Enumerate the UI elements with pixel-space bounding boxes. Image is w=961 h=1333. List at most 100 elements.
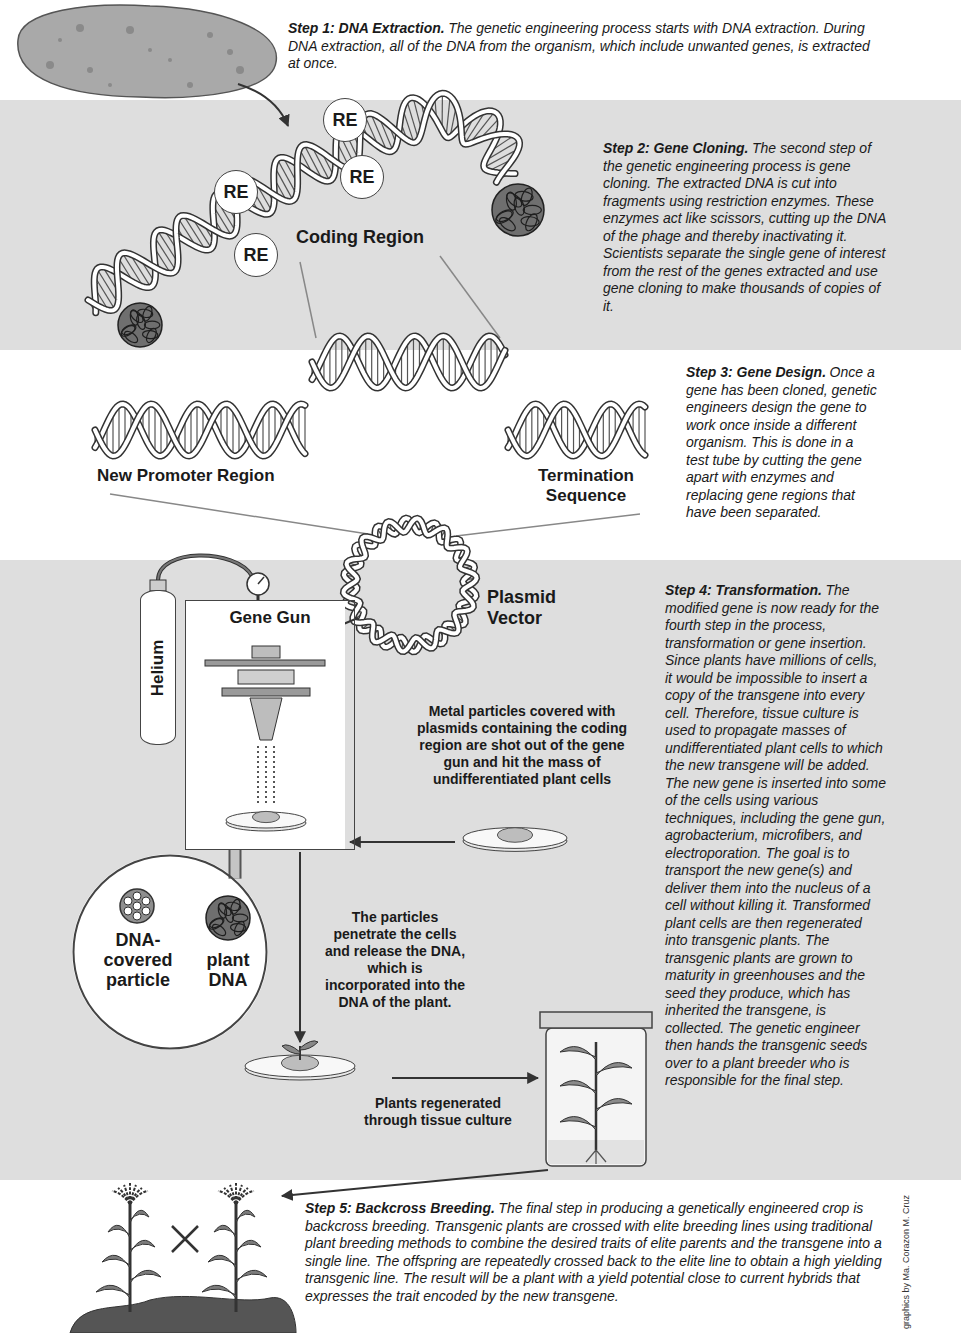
particle-dot: [124, 907, 132, 915]
base-pair: [335, 337, 336, 385]
nozzle: [250, 698, 282, 740]
step-heading: Step 5: Backcross Breeding.: [305, 1200, 495, 1216]
connector-fill: [231, 850, 240, 879]
strand-outline: [508, 404, 645, 456]
plant-leaf: [596, 1063, 632, 1076]
chromatin-loop: [225, 901, 242, 911]
stopping-screen: [222, 688, 310, 696]
restriction-enzyme: RE: [214, 170, 258, 214]
tassel-branch: [224, 1188, 236, 1204]
strand-outline: [88, 93, 520, 310]
strand-outline: [508, 404, 645, 456]
chromatin-loop: [211, 922, 228, 938]
zoom-circle: DNA-covered particleplant DNA: [72, 854, 268, 1050]
part-label: DNA-covered particle: [100, 930, 176, 990]
restriction-enzyme: RE: [340, 155, 384, 199]
base-pair: [446, 96, 450, 137]
step-text: Step 5: Backcross Breeding.The final ste…: [305, 1200, 895, 1305]
dna-helix: [312, 336, 505, 388]
base-pair: [232, 408, 233, 456]
plant-leaf: [202, 1285, 236, 1298]
plantlet-leaf: [300, 1041, 318, 1050]
chromatin-loop: [208, 916, 225, 930]
strand: [344, 518, 476, 652]
organism-speckle: [58, 38, 62, 42]
base-pair: [567, 405, 568, 453]
gene-gun-box: Gene Gun: [185, 600, 355, 850]
base-pair: [358, 131, 360, 135]
plant-leaf: [108, 1225, 130, 1238]
organism-speckle: [207, 32, 213, 38]
organism-speckle: [227, 49, 233, 55]
gene-gun-fill: [185, 600, 345, 850]
strand: [508, 404, 645, 456]
plasmid-ring: [343, 518, 476, 652]
base-pair: [407, 100, 419, 139]
connector-band: [235, 850, 236, 879]
base-pair: [190, 408, 191, 456]
step-text: Step 4: Transformation.The modified gene…: [665, 582, 887, 1090]
plant-roots: [586, 1150, 606, 1164]
particle-dot: [124, 897, 132, 905]
strand-outline: [95, 404, 305, 456]
zoom-line: [440, 256, 500, 338]
zoom-line: [456, 514, 640, 536]
base-pair: [237, 186, 249, 206]
chromatin-loop: [232, 914, 247, 922]
chromatin-loop: [119, 324, 136, 339]
base-pair: [485, 338, 486, 386]
plant-leaf: [236, 1240, 261, 1253]
base-pair: [531, 405, 532, 453]
cell-mass: [252, 811, 279, 822]
chromatin-loop: [495, 207, 515, 224]
dish-rim: [226, 812, 306, 828]
chromatin-loop: [232, 920, 246, 937]
step-heading: Step 4: Transformation.: [665, 582, 822, 598]
particle-dot: [142, 907, 150, 915]
plant-leaf: [560, 1081, 596, 1094]
chromatin-loop: [137, 308, 154, 318]
crop-plant: [202, 1182, 267, 1312]
chromatin-loop: [523, 205, 541, 214]
flow-arrow: [392, 1077, 538, 1079]
part-label: Helium: [148, 639, 168, 696]
step-body: Once a gene has been cloned, genetic eng…: [686, 364, 877, 520]
crop-plant: [96, 1182, 161, 1312]
flow-arrow: [238, 84, 288, 126]
flow-arrow: [299, 852, 301, 1042]
chromatin-loop: [144, 321, 159, 329]
plantlet-leaf: [282, 1045, 300, 1054]
plant-leaf: [130, 1210, 149, 1223]
dna-helix: [508, 404, 645, 456]
particle-dot: [133, 902, 141, 910]
tassel-branch: [130, 1191, 148, 1204]
plant-leaf: [208, 1255, 236, 1268]
restriction-enzyme: RE: [323, 98, 367, 142]
organism-speckle: [126, 26, 134, 34]
zoom-fill: [72, 854, 268, 1050]
base-pair: [371, 337, 372, 385]
process-note: Metal particles covered with plasmids co…: [406, 702, 638, 789]
jar-lid: [540, 1012, 652, 1028]
strand: [508, 404, 645, 456]
dish-rim: [463, 828, 567, 849]
base-pair: [304, 405, 305, 453]
strand-outline: [94, 98, 515, 313]
gauge-needle: [258, 577, 264, 584]
enzyme-label: RE: [243, 245, 268, 265]
helium-tank: Helium: [140, 590, 176, 745]
organism-speckle: [148, 48, 152, 52]
particle-dot: [133, 912, 141, 920]
strand-outline: [343, 518, 476, 651]
chromatin-body: [118, 303, 162, 347]
step-text: Step 1: DNA Extraction.The genetic engin…: [288, 20, 878, 73]
credit-watermark: graphics by Ma. Corazon M. Cruz: [901, 1195, 912, 1329]
process-note: The particles penetrate the cells and re…: [322, 908, 468, 1012]
zoom-line: [110, 494, 368, 534]
base-pair: [644, 407, 645, 455]
pressure-gauge: [247, 573, 269, 595]
step-body: The second step of the genetic engineeri…: [603, 140, 886, 314]
chromatin-loop: [207, 917, 224, 932]
strand-outline: [95, 404, 305, 456]
culture-jar: [546, 1028, 646, 1166]
